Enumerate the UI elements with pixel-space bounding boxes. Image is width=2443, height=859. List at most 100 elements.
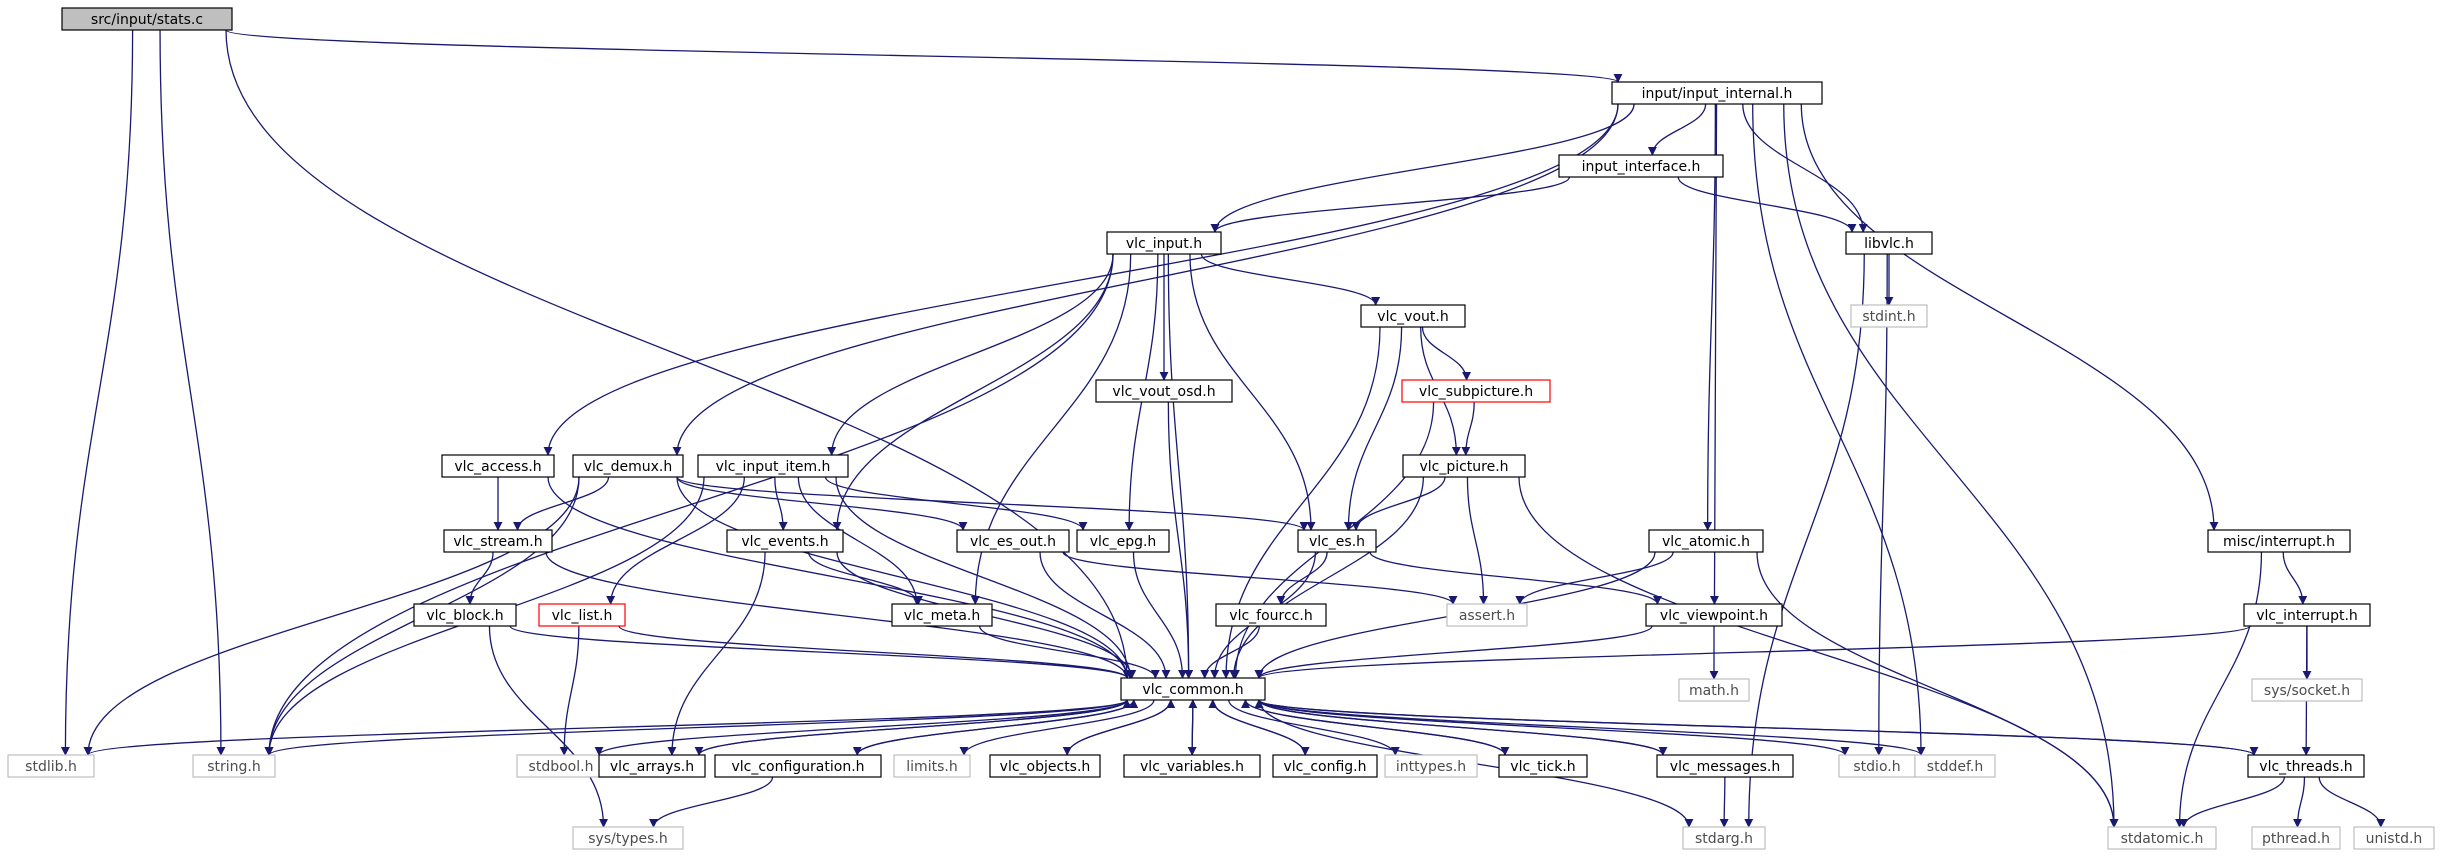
node-vlc_fourcc_h[interactable]: vlc_fourcc.h bbox=[1215, 603, 1327, 627]
node-box bbox=[1401, 379, 1551, 403]
node-vlc_stream_h[interactable]: vlc_stream.h bbox=[443, 529, 553, 553]
node-box bbox=[2243, 603, 2371, 627]
node-stdatomic_h[interactable]: stdatomic.h bbox=[2107, 826, 2217, 850]
node-libvlc_h[interactable]: libvlc.h bbox=[1845, 231, 1933, 255]
edge-vlc_common_h-to-stdlib_h bbox=[83, 699, 1128, 756]
edge-vlc_picture_h-to-stdatomic_h bbox=[1518, 476, 2119, 828]
node-label: vlc_input.h bbox=[1126, 236, 1202, 252]
node-box bbox=[714, 754, 882, 778]
node-vlc_list_h[interactable]: vlc_list.h bbox=[538, 603, 626, 627]
edge-vlc_threads_h-to-unistd_h bbox=[2318, 776, 2386, 828]
node-vlc_vout_osd_h[interactable]: vlc_vout_osd.h bbox=[1095, 379, 1233, 403]
node-input_interface_h[interactable]: input_interface.h bbox=[1558, 154, 1724, 178]
node-stdlib_h[interactable]: stdlib.h bbox=[7, 754, 95, 778]
edge-vlc_demux_h-to-vlc_common_h bbox=[676, 476, 1132, 679]
node-stddef_h[interactable]: stddef.h bbox=[1914, 754, 1996, 778]
node-vlc_threads_h[interactable]: vlc_threads.h bbox=[2247, 754, 2365, 778]
edge-vlc_stream_h-to-vlc_block_h bbox=[465, 551, 494, 605]
node-vlc_tick_h[interactable]: vlc_tick.h bbox=[1498, 754, 1588, 778]
node-box bbox=[1106, 231, 1222, 255]
edge-vlc_access_h-to-vlc_common_h bbox=[547, 476, 1132, 679]
edge-input_internal_h-to-misc_interrupt_h bbox=[1800, 103, 2219, 531]
node-vlc_access_h[interactable]: vlc_access.h bbox=[441, 454, 555, 478]
node-label: vlc_objects.h bbox=[1000, 759, 1091, 775]
edge-stats_c-to-vlc_common_h bbox=[225, 29, 1132, 679]
node-stdio_h[interactable]: stdio.h bbox=[1838, 754, 1916, 778]
node-sys_socket_h[interactable]: sys/socket.h bbox=[2251, 678, 2363, 702]
node-label: pthread.h bbox=[2262, 831, 2330, 847]
node-vlc_events_h[interactable]: vlc_events.h bbox=[726, 529, 844, 553]
node-vlc_configuration_h[interactable]: vlc_configuration.h bbox=[714, 754, 882, 778]
edge-vlc_es_h-to-vlc_viewpoint_h bbox=[1369, 551, 1662, 605]
node-vlc_input_h[interactable]: vlc_input.h bbox=[1106, 231, 1222, 255]
node-vlc_config_h[interactable]: vlc_config.h bbox=[1272, 754, 1378, 778]
node-box bbox=[443, 529, 553, 553]
node-limits_h[interactable]: limits.h bbox=[893, 754, 971, 778]
edge-vlc_common_h-to-string_h bbox=[264, 699, 1128, 756]
node-vlc_variables_h[interactable]: vlc_variables.h bbox=[1123, 754, 1261, 778]
node-pthread_h[interactable]: pthread.h bbox=[2251, 826, 2341, 850]
node-box bbox=[891, 603, 993, 627]
node-unistd_h[interactable]: unistd.h bbox=[2353, 826, 2435, 850]
edge-vlc_vout_h-to-vlc_es_h bbox=[1343, 326, 1403, 531]
edge-vlc_epg_h-to-vlc_common_h bbox=[1132, 551, 1187, 679]
node-stats_c[interactable]: src/input/stats.c bbox=[61, 7, 233, 31]
node-box bbox=[1095, 379, 1233, 403]
node-math_h[interactable]: math.h bbox=[1678, 678, 1750, 702]
node-label: vlc_viewpoint.h bbox=[1660, 608, 1768, 624]
node-string_h[interactable]: string.h bbox=[192, 754, 276, 778]
edge-vlc_meta_h-to-vlc_common_h bbox=[979, 625, 1160, 679]
node-vlc_demux_h[interactable]: vlc_demux.h bbox=[572, 454, 684, 478]
edge-libvlc_h-to-stdio_h bbox=[1874, 253, 1888, 756]
node-stdbool_h[interactable]: stdbool.h bbox=[516, 754, 606, 778]
node-box bbox=[7, 754, 95, 778]
node-label: vlc_threads.h bbox=[2259, 759, 2352, 775]
node-box bbox=[1611, 81, 1823, 105]
edge-vlc_tick_h-to-vlc_common_h bbox=[1241, 699, 1506, 756]
node-assert_h[interactable]: assert.h bbox=[1446, 603, 1528, 627]
edge-vlc_common_h-to-stdbool_h bbox=[594, 699, 1128, 756]
node-vlc_common_h[interactable]: vlc_common.h bbox=[1120, 677, 1266, 701]
node-sys_types_h[interactable]: sys/types.h bbox=[572, 826, 684, 850]
node-stdarg_h[interactable]: stdarg.h bbox=[1682, 826, 1766, 850]
node-box bbox=[1914, 754, 1996, 778]
node-box bbox=[1850, 304, 1928, 328]
edge-vlc_input_h-to-vlc_input_item_h bbox=[827, 253, 1114, 456]
edge-vlc_interrupt_h-to-vlc_common_h bbox=[1254, 625, 2251, 679]
node-label: vlc_arrays.h bbox=[610, 759, 694, 775]
edge-vlc_viewpoint_h-to-vlc_common_h bbox=[1254, 625, 1653, 679]
node-vlc_messages_h[interactable]: vlc_messages.h bbox=[1656, 754, 1794, 778]
edge-misc_interrupt_h-to-stdatomic_h bbox=[2175, 551, 2263, 828]
edge-vlc_threads_h-to-vlc_common_h bbox=[1254, 699, 2255, 756]
node-vlc_meta_h[interactable]: vlc_meta.h bbox=[891, 603, 993, 627]
edge-vlc_block_h-to-sys_types_h bbox=[488, 625, 609, 828]
node-inttypes_h[interactable]: inttypes.h bbox=[1384, 754, 1478, 778]
node-vlc_epg_h[interactable]: vlc_epg.h bbox=[1076, 529, 1170, 553]
node-misc_interrupt_h[interactable]: misc/interrupt.h bbox=[2207, 529, 2351, 553]
node-vlc_atomic_h[interactable]: vlc_atomic.h bbox=[1648, 529, 1764, 553]
node-vlc_es_h[interactable]: vlc_es.h bbox=[1297, 529, 1377, 553]
node-vlc_input_item_h[interactable]: vlc_input_item.h bbox=[697, 454, 849, 478]
edge-vlc_vout_h-to-vlc_subpicture_h bbox=[1421, 326, 1472, 381]
node-label: input/input_internal.h bbox=[1642, 86, 1793, 102]
edge-input_interface_h-to-libvlc_h bbox=[1677, 176, 1857, 233]
node-box bbox=[192, 754, 276, 778]
node-vlc_block_h[interactable]: vlc_block.h bbox=[413, 603, 517, 627]
node-vlc_vout_h[interactable]: vlc_vout.h bbox=[1360, 304, 1466, 328]
node-vlc_viewpoint_h[interactable]: vlc_viewpoint.h bbox=[1645, 603, 1783, 627]
node-vlc_subpicture_h[interactable]: vlc_subpicture.h bbox=[1401, 379, 1551, 403]
node-vlc_arrays_h[interactable]: vlc_arrays.h bbox=[598, 754, 706, 778]
node-input_internal_h[interactable]: input/input_internal.h bbox=[1611, 81, 1823, 105]
edge-vlc_input_h-to-vlc_vout_h bbox=[1200, 253, 1381, 306]
edge-vlc_list_h-to-stdbool_h bbox=[559, 625, 580, 756]
edge-vlc_common_h-to-stddef_h bbox=[1258, 699, 1926, 756]
node-vlc_es_out_h[interactable]: vlc_es_out.h bbox=[956, 529, 1070, 553]
node-vlc_interrupt_h[interactable]: vlc_interrupt.h bbox=[2243, 603, 2371, 627]
node-vlc_objects_h[interactable]: vlc_objects.h bbox=[989, 754, 1101, 778]
node-vlc_picture_h[interactable]: vlc_picture.h bbox=[1402, 454, 1526, 478]
node-label: stdlib.h bbox=[25, 759, 77, 775]
edge-stats_c-to-string_h bbox=[159, 29, 226, 756]
edge-vlc_common_h-to-inttypes_h bbox=[1228, 699, 1400, 756]
node-stdint_h[interactable]: stdint.h bbox=[1850, 304, 1928, 328]
